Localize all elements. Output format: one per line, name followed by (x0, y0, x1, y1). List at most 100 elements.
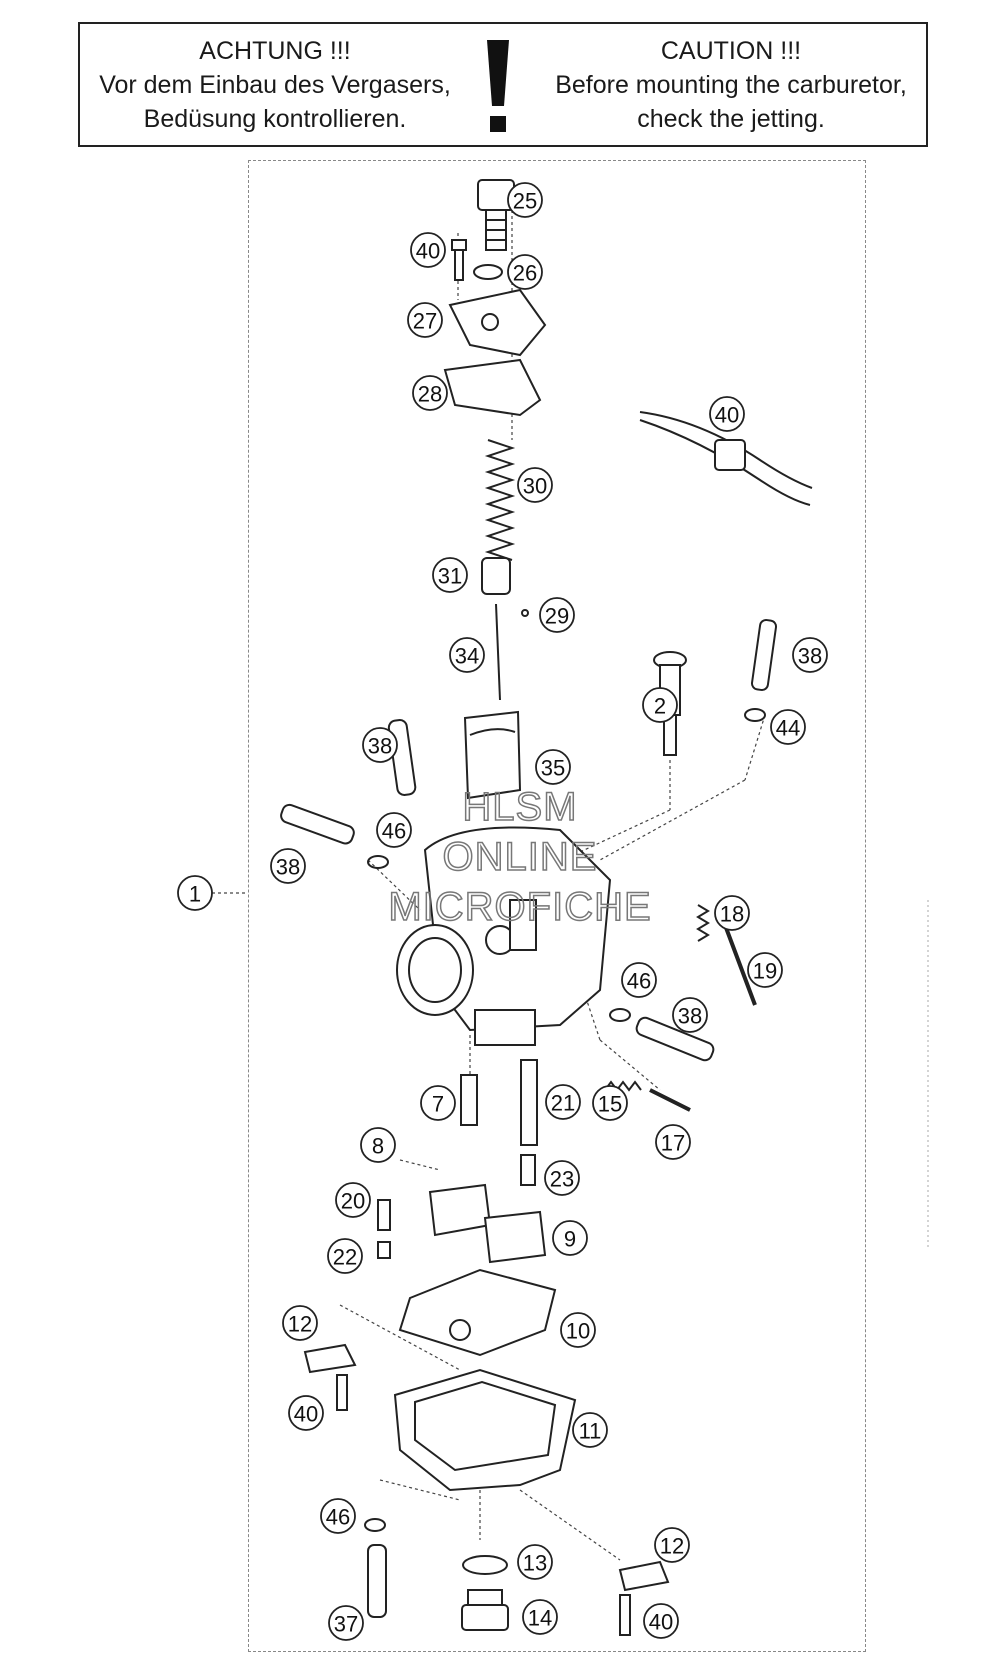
callout-46: 46 (320, 1498, 356, 1534)
callout-label: 25 (513, 189, 537, 214)
idle-jet-part (520, 1154, 536, 1186)
callout-circle (376, 812, 412, 848)
callout-14: 14 (522, 1599, 558, 1635)
gasket-hole (449, 1319, 471, 1341)
callout-circle (410, 232, 446, 268)
callout-circle (360, 1127, 396, 1163)
float-part (483, 1210, 547, 1264)
jet-needle-part (495, 603, 501, 701)
callout-label: 28 (418, 382, 442, 407)
watermark-line3: MICROFICHE (388, 885, 651, 929)
callout-label: 18 (720, 902, 744, 927)
callout-31: 31 (432, 557, 468, 593)
callout-circle (420, 1085, 456, 1121)
caution-english-line2: check the jetting. (637, 105, 825, 133)
caution-english: CAUTION !!! Before mounting the carburet… (536, 34, 926, 136)
callout-label: 1 (189, 882, 201, 907)
callout-label: 38 (276, 855, 300, 880)
callout-circle (335, 1182, 371, 1218)
drain-plug-part (461, 1589, 509, 1631)
callout-18: 18 (714, 895, 750, 931)
callout-label: 38 (368, 734, 392, 759)
callout-circle (507, 254, 543, 290)
callout-9: 9 (552, 1220, 588, 1256)
callout-40: 40 (410, 232, 446, 268)
callout-label: 22 (333, 1245, 357, 1270)
callout-circle (177, 875, 213, 911)
callout-circle (747, 952, 783, 988)
callout-38: 38 (672, 997, 708, 1033)
callout-label: 29 (545, 604, 569, 629)
vent-hose-part (635, 1016, 715, 1062)
callout-25: 25 (507, 182, 543, 218)
slide-cutaway (469, 728, 516, 736)
callout-circle (592, 1085, 628, 1121)
hose-clamp-part (364, 1518, 386, 1532)
callout-label: 7 (432, 1092, 444, 1117)
callout-label: 44 (776, 716, 800, 741)
watermark-line1: HLSM (462, 785, 577, 829)
callout-label: 37 (334, 1612, 358, 1637)
air-screw-spring-part (604, 1080, 642, 1092)
callout-label: 14 (528, 1606, 552, 1631)
callout-15: 15 (592, 1085, 628, 1121)
screw-part (619, 1594, 631, 1636)
callout-11: 11 (572, 1412, 608, 1448)
callout-label: 12 (660, 1534, 684, 1559)
slide-spring-part (484, 439, 516, 561)
callout-1: 1 (177, 875, 213, 911)
callout-40: 40 (288, 1395, 324, 1431)
callout-label: 8 (372, 1134, 384, 1159)
callout-22: 22 (327, 1238, 363, 1274)
callout-12: 12 (654, 1527, 690, 1563)
callout-29: 29 (539, 597, 575, 633)
callout-label: 40 (715, 403, 739, 428)
bracket-part (618, 1560, 670, 1592)
washer-part (473, 264, 503, 280)
callout-label: 46 (382, 819, 406, 844)
callout-label: 11 (579, 1419, 602, 1444)
callout-38: 38 (270, 848, 306, 884)
cover-hole (481, 313, 499, 331)
callout-label: 38 (798, 644, 822, 669)
caution-english-line1: Before mounting the carburetor, (555, 71, 907, 99)
callout-circle (544, 1160, 580, 1196)
hose-clamp-part (609, 1008, 631, 1022)
callout-23: 23 (544, 1160, 580, 1196)
callout-circle (770, 709, 806, 745)
callout-circle (572, 1412, 608, 1448)
callout-circle (535, 749, 571, 785)
callout-circle (517, 467, 553, 503)
vent-hose-part (280, 803, 355, 845)
bracket-part (303, 1343, 357, 1374)
callout-label: 46 (326, 1505, 350, 1530)
callout-circle (539, 597, 575, 633)
callout-circle (432, 557, 468, 593)
callout-label: 31 (438, 564, 462, 589)
callout-13: 13 (517, 1544, 553, 1580)
callout-label: 9 (564, 1227, 576, 1252)
watermark: HLSM ONLINE MICROFICHE (388, 784, 652, 930)
callout-label: 15 (598, 1092, 622, 1117)
hose-clamp-part (744, 708, 766, 722)
callout-circle (655, 1124, 691, 1160)
callout-circle (362, 727, 398, 763)
hose-clamp-part (367, 855, 389, 869)
callout-circle (560, 1312, 596, 1348)
callout-46: 46 (621, 962, 657, 998)
callout-17: 17 (655, 1124, 691, 1160)
screw-part (336, 1374, 348, 1411)
callout-circle (714, 895, 750, 931)
callout-circle (328, 1605, 364, 1641)
needle-clip-part (521, 609, 529, 617)
callout-circle (407, 302, 443, 338)
callout-label: 38 (678, 1004, 702, 1029)
callout-38: 38 (362, 727, 398, 763)
valve-seat-part (377, 1241, 391, 1259)
callout-circle (792, 637, 828, 673)
float-bowl-part (393, 1368, 577, 1492)
callout-label: 10 (566, 1319, 590, 1344)
overflow-hose-part (367, 1544, 387, 1618)
callout-19: 19 (747, 952, 783, 988)
